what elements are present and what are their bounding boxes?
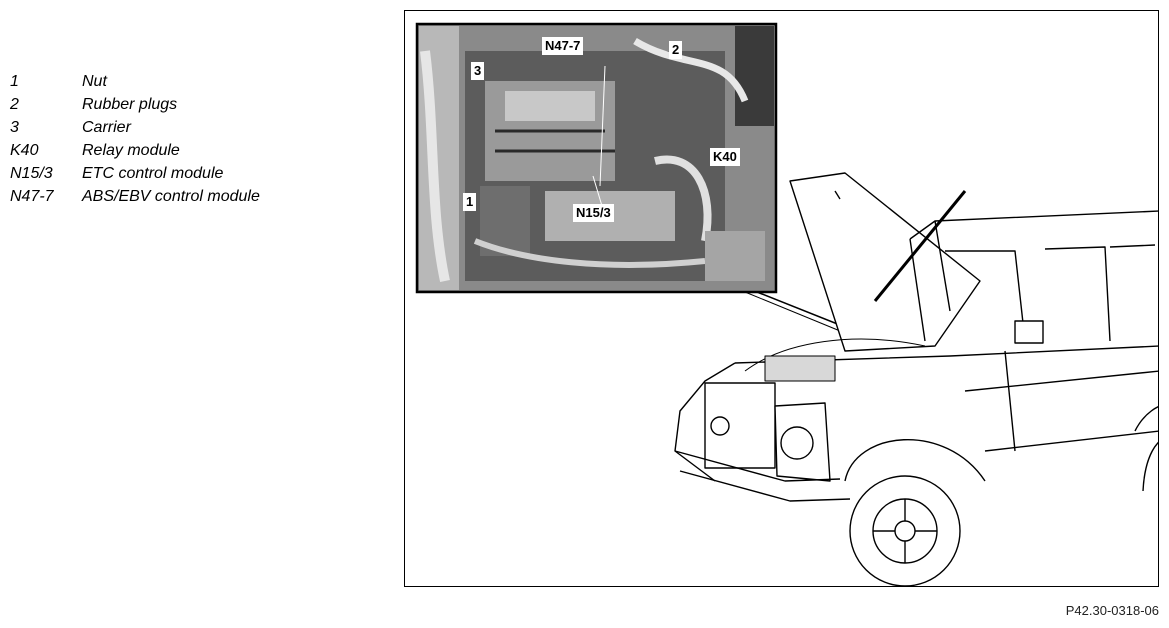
- callout-n47-7: N47-7: [542, 37, 584, 55]
- legend: 1 Nut 2 Rubber plugs 3 Carrier K40 Relay…: [10, 73, 260, 211]
- vehicle-drawing: [674, 172, 1158, 586]
- legend-label: Rubber plugs: [82, 96, 178, 113]
- callout-nut: 1: [463, 193, 477, 211]
- legend-code: N47-7: [10, 188, 54, 205]
- legend-label: ABS/EBV control module: [82, 188, 260, 205]
- legend-label: Relay module: [82, 142, 180, 159]
- legend-code: 2: [10, 96, 19, 113]
- figure-id: P42.30-0318-06: [1065, 603, 1159, 618]
- callout-carrier: 3: [471, 62, 485, 80]
- legend-row-2: 2 Rubber plugs: [10, 96, 260, 119]
- legend-label: Nut: [82, 73, 107, 90]
- legend-code: K40: [10, 142, 39, 159]
- legend-row-n47-7: N47-7 ABS/EBV control module: [10, 188, 260, 211]
- leader-line: [744, 291, 846, 334]
- legend-row-n15-3: N15/3 ETC control module: [10, 165, 260, 188]
- callout-rubber-plugs: 2: [669, 41, 683, 59]
- callout-k40: K40: [710, 148, 740, 166]
- legend-row-1: 1 Nut: [10, 73, 260, 96]
- legend-label: ETC control module: [82, 165, 224, 182]
- legend-code: N15/3: [10, 165, 53, 182]
- legend-code: 1: [10, 73, 19, 90]
- legend-code: 3: [10, 119, 19, 136]
- callout-n15-3: N15/3: [573, 204, 614, 222]
- engine-photo-inset: [415, 22, 778, 294]
- illustration-frame: N47-7 2 3 K40 1 N15/3: [404, 10, 1159, 587]
- legend-row-k40: K40 Relay module: [10, 142, 260, 165]
- legend-label: Carrier: [82, 119, 131, 136]
- legend-row-3: 3 Carrier: [10, 119, 260, 142]
- vehicle-illustration: [415, 22, 1158, 586]
